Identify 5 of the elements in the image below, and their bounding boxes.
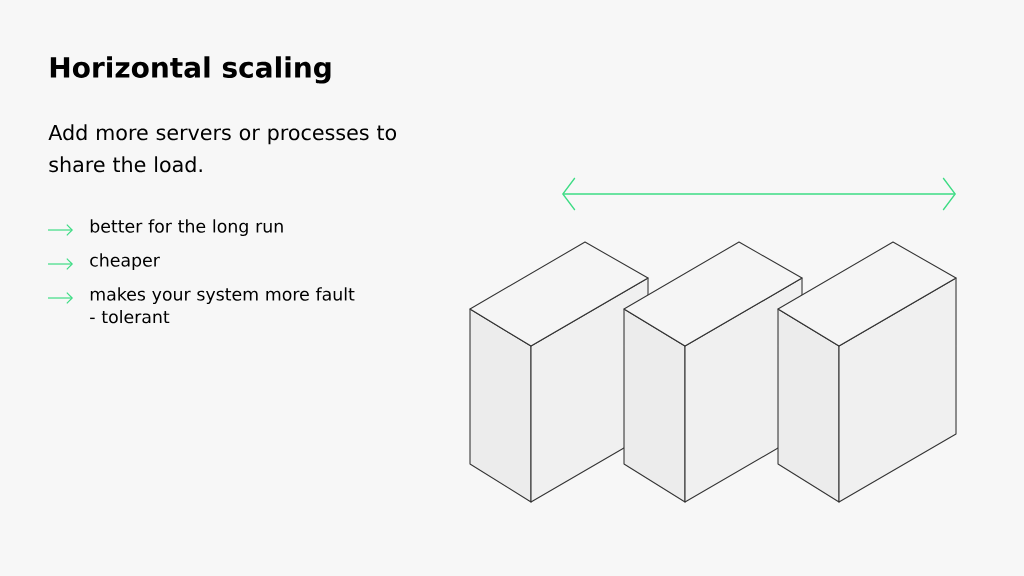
- title: Horizontal scaling: [50, 56, 331, 84]
- bullet-text: makes your system more fault - tolerant: [90, 287, 355, 324]
- bullet-text: cheaper: [90, 253, 160, 271]
- subtitle: Add more servers or processes to share the load.: [48, 124, 397, 173]
- bullet-text: better for the long run: [90, 219, 283, 237]
